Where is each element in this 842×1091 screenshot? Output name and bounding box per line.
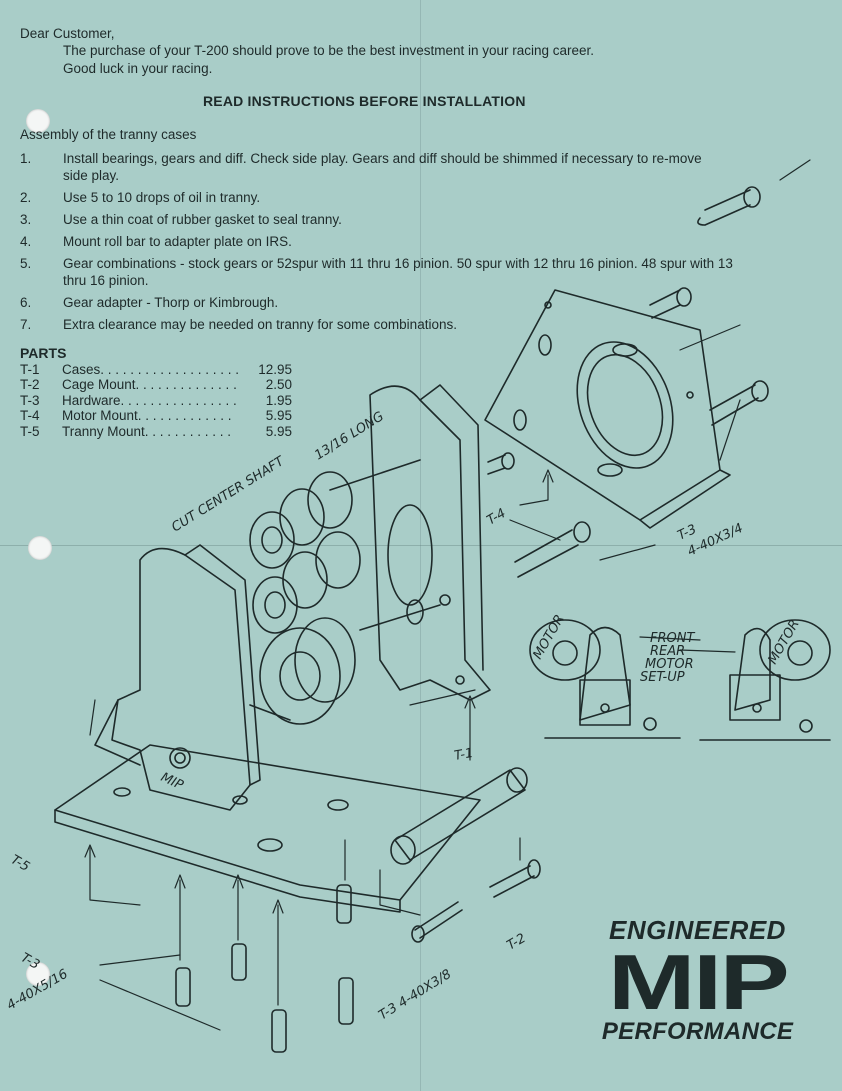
annotation-t3: T-3: [675, 522, 699, 544]
annotation-motor: MOTOR: [645, 657, 694, 672]
logo-bottom-text: PERFORMANCE: [601, 1018, 794, 1045]
screw-set: [487, 186, 769, 578]
annotation-rear: REAR: [650, 644, 685, 659]
annotation-setup: SET-UP: [640, 670, 685, 685]
list-item: 6.Gear adapter - Thorp or Kimbrough.: [20, 295, 279, 310]
motor-label-front: MOTOR: [530, 612, 567, 662]
annotation-t3-bottom: T-3: [18, 950, 42, 973]
intro-line: The purchase of your T-200 should prove …: [63, 43, 595, 58]
list-item: 2.Use 5 to 10 drops of oil in tranny.: [20, 190, 261, 205]
annotation-t3-bottom-size: 4-40X5/16: [5, 967, 71, 1014]
tranny-case-right: [369, 384, 491, 701]
logo-top-text: ENGINEERED: [609, 915, 786, 945]
annotation-t1: T-1: [453, 746, 474, 764]
annotation-cut-shaft: CUT CENTER SHAFT: [169, 454, 288, 536]
mip-logo: ENGINEERED MIP PERFORMANCE: [590, 915, 805, 1046]
motor-label-rear: MOTOR: [765, 617, 802, 667]
punch-hole: [26, 962, 50, 986]
intro-line: Good luck in your racing.: [63, 61, 213, 76]
list-item: 1.Install bearings, gears and diff. Chec…: [20, 151, 702, 183]
tranny-mount-plate: [54, 744, 481, 913]
motor-mount-plate: [484, 289, 731, 529]
fold-line: [0, 545, 842, 546]
page-title: READ INSTRUCTIONS BEFORE INSTALLATION: [203, 93, 526, 109]
bottom-screws: [175, 884, 354, 1053]
salutation: Dear Customer,: [20, 26, 115, 41]
list-item: 5.Gear combinations - stock gears or 52s…: [20, 256, 733, 288]
motor-setup-rear: [699, 619, 831, 741]
annotation-t5: T-5: [8, 852, 32, 875]
annotation-front: FRONT: [650, 631, 695, 646]
punch-hole: [26, 109, 50, 133]
list-item: 4.Mount roll bar to adapter plate on IRS…: [20, 234, 292, 249]
annotation-t2: T-2: [505, 931, 529, 954]
motor-setup-front: [529, 619, 681, 739]
fold-line: [420, 0, 421, 1091]
case-logo-text: MIP: [158, 770, 185, 793]
tranny-case-left: [94, 544, 261, 811]
annotation-length: 13/16 LONG: [312, 409, 387, 463]
list-item: 7.Extra clearance may be needed on trann…: [20, 317, 457, 332]
leader-lines: [84, 159, 811, 1031]
instruction-list: 1.Install bearings, gears and diff. Chec…: [20, 150, 740, 338]
annotation-t4: T-4: [485, 506, 509, 529]
cage-mount: [390, 767, 541, 943]
annotation-t3-cage: T-3 4-40X3/8: [376, 967, 454, 1023]
logo-main-text: MIP: [607, 938, 790, 1026]
list-item: 3.Use a thin coat of rubber gasket to se…: [20, 212, 342, 227]
punch-hole: [28, 536, 52, 560]
parts-title: PARTS: [20, 345, 67, 361]
section-title: Assembly of the tranny cases: [20, 127, 197, 142]
gear-stack: [249, 459, 441, 725]
